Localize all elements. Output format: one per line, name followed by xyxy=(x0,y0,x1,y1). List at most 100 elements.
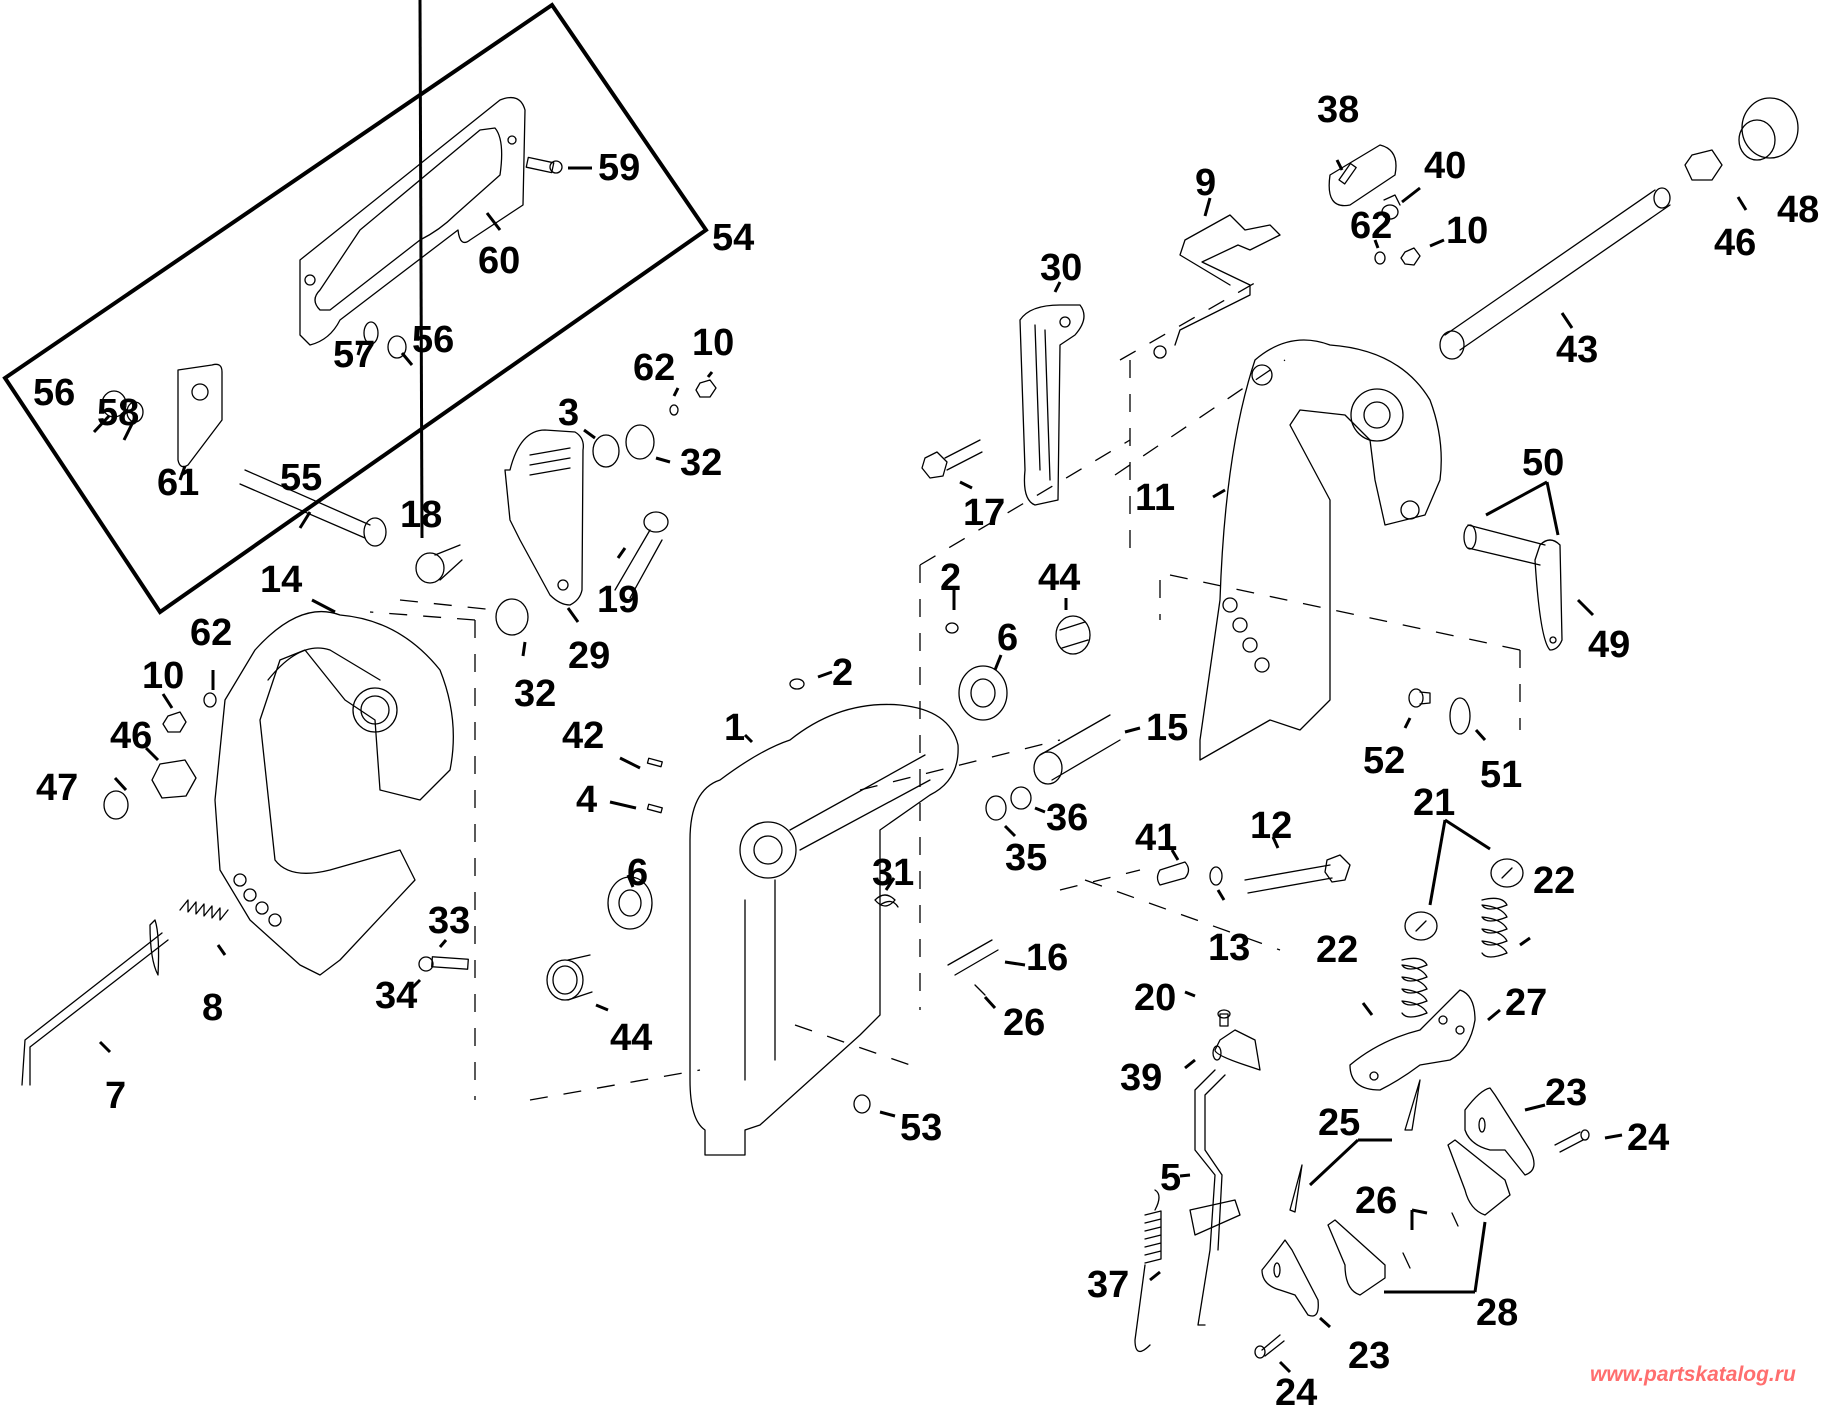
part-10-nut-upper xyxy=(695,379,717,398)
part-38-plate xyxy=(1328,144,1397,207)
part-44-bushing-left xyxy=(546,954,593,1001)
callout-4: 4 xyxy=(576,779,597,821)
callout-62-upper: 62 xyxy=(633,347,675,389)
callout-41: 41 xyxy=(1135,817,1177,859)
part-22-spring-right xyxy=(1481,897,1508,958)
callout-29: 29 xyxy=(568,635,610,677)
part-62-washer-left xyxy=(203,692,217,708)
part-19-pin xyxy=(614,511,669,599)
part-5-link-rod xyxy=(1194,1069,1226,1326)
part-28-plate-upper xyxy=(1447,1139,1511,1216)
part-37-spring xyxy=(1134,1189,1162,1352)
callout-60: 60 xyxy=(478,240,520,282)
callout-43: 43 xyxy=(1556,329,1598,371)
callout-39: 39 xyxy=(1120,1057,1162,1099)
callout-5: 5 xyxy=(1160,1157,1181,1199)
part-26-cotter-pin xyxy=(974,984,986,996)
callout-14: 14 xyxy=(260,559,302,601)
callout-35: 35 xyxy=(1005,837,1047,879)
part-9-bracket xyxy=(1153,214,1281,359)
callout-labels: 59 54 60 57 56 56 58 61 55 62 10 3 32 18… xyxy=(33,89,1819,1410)
part-58-washer xyxy=(126,401,144,423)
kit-54-frame xyxy=(2,2,709,615)
part-56-bushing xyxy=(387,335,407,359)
part-40-screw xyxy=(1381,194,1401,220)
callout-24-lower: 24 xyxy=(1275,1372,1317,1410)
part-1-swivel-bracket xyxy=(689,703,959,1156)
part-60-grip-plate xyxy=(299,96,526,346)
part-43-tilt-tube xyxy=(1439,187,1671,360)
part-12-bolt xyxy=(1244,854,1351,894)
part-5-tab xyxy=(1189,1199,1241,1236)
part-26-cotter-pin-right xyxy=(1451,1212,1459,1227)
part-13-oring xyxy=(1209,866,1223,886)
callout-46-right: 46 xyxy=(1714,222,1756,264)
part-25-spring-clip-right xyxy=(1404,1079,1421,1131)
callout-15: 15 xyxy=(1146,707,1188,749)
part-3-washer xyxy=(592,434,620,468)
callout-19: 19 xyxy=(597,579,639,621)
callout-37: 37 xyxy=(1087,1264,1129,1306)
part-32-washer-upper xyxy=(625,424,655,460)
callout-47: 47 xyxy=(36,767,78,809)
callout-44-upper: 44 xyxy=(1038,557,1080,599)
callout-6-left: 6 xyxy=(627,852,648,894)
part-51-washer xyxy=(1449,697,1471,735)
part-46-nut-right xyxy=(1684,149,1723,181)
part-21-plug-lower xyxy=(1404,911,1438,941)
part-8-spring xyxy=(179,899,229,921)
callout-62-left: 62 xyxy=(190,612,232,654)
part-24-pin-lower xyxy=(1254,1334,1285,1359)
part-46-nut-left xyxy=(151,759,197,799)
callout-53: 53 xyxy=(900,1107,942,1149)
callout-59: 59 xyxy=(598,147,640,189)
callout-32-lower: 32 xyxy=(514,673,556,715)
callout-28: 28 xyxy=(1476,1292,1518,1334)
part-6-washer-right xyxy=(958,665,1008,721)
callout-2-lower: 2 xyxy=(832,652,853,694)
callout-55: 55 xyxy=(280,457,322,499)
part-17-bolt xyxy=(921,439,983,479)
part-39-clamp xyxy=(1212,1029,1261,1071)
watermark: www.partskatalog.ru xyxy=(1590,1363,1796,1386)
callout-9: 9 xyxy=(1195,162,1216,204)
callout-56-left: 56 xyxy=(33,372,75,414)
callout-36: 36 xyxy=(1046,797,1088,839)
part-10-nut-left xyxy=(162,711,187,733)
part-28-plate-lower xyxy=(1327,1219,1386,1296)
part-33-34-screw-washer xyxy=(418,956,469,972)
leader-lines xyxy=(92,0,1748,1374)
callout-54: 54 xyxy=(712,217,754,259)
part-50-grip xyxy=(1463,524,1546,566)
callout-26-center: 26 xyxy=(1003,1002,1045,1044)
part-59-screw xyxy=(525,156,563,174)
part-18-pin xyxy=(415,544,463,584)
callout-22-right: 22 xyxy=(1533,860,1575,902)
part-24-pin-upper xyxy=(1554,1129,1590,1153)
callout-18: 18 xyxy=(400,494,442,536)
callout-23-upper: 23 xyxy=(1545,1072,1587,1114)
callout-11: 11 xyxy=(1135,477,1175,519)
part-27-cam-plate xyxy=(1349,989,1476,1091)
callout-52: 52 xyxy=(1363,740,1405,782)
callout-13: 13 xyxy=(1208,927,1250,969)
callout-10-left: 10 xyxy=(142,655,184,697)
part-14-stern-bracket-left xyxy=(214,611,454,976)
callout-51: 51 xyxy=(1480,754,1522,796)
part-30-lever xyxy=(1019,304,1085,506)
callout-44-lower: 44 xyxy=(610,1017,652,1059)
callout-61: 61 xyxy=(157,462,199,504)
callout-6-right: 6 xyxy=(997,617,1018,659)
part-41-pin xyxy=(1156,861,1190,886)
callout-48: 48 xyxy=(1777,189,1819,231)
part-7-rod xyxy=(21,932,169,1086)
callout-1: 1 xyxy=(724,707,745,749)
callout-10-upper: 10 xyxy=(692,322,734,364)
part-61-plate xyxy=(177,363,223,468)
callout-8: 8 xyxy=(202,987,223,1029)
callout-7: 7 xyxy=(105,1075,126,1117)
part-47-cap xyxy=(103,790,129,820)
part-25-spring-clip-left xyxy=(1289,1164,1303,1213)
part-26-cotter-pin-left xyxy=(1402,1252,1411,1269)
part-2-fitting-a xyxy=(789,678,805,690)
